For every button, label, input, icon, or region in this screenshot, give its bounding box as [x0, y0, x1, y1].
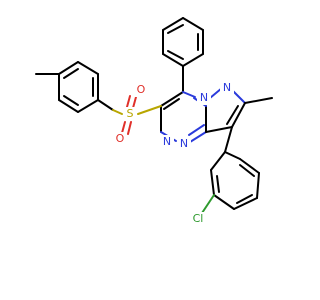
pyrazole-ring — [205, 87, 273, 133]
triazine-ring — [160, 91, 207, 143]
sulfonyl-group — [112, 95, 162, 135]
triazine-nitrogen-left-label: N — [163, 135, 171, 148]
tolyl-ring — [35, 61, 114, 113]
oxygen-top-label: O — [137, 83, 146, 96]
sulfur-label: S — [127, 107, 134, 120]
oxygen-bottom-label: O — [116, 132, 125, 145]
chlorophenyl-ring — [199, 126, 260, 217]
triazine-nitrogen-right-label: N — [180, 137, 188, 150]
molecule-structure-diagram: S O O N N N N Cl — [35, 17, 273, 226]
chlorine-label: Cl — [193, 212, 204, 225]
pyrazole-nitrogen-label: N — [223, 81, 231, 94]
bridgehead-nitrogen-label: N — [200, 91, 208, 104]
atom-labels: S O O N N N N Cl — [113, 81, 234, 226]
phenyl-ring — [162, 17, 204, 93]
